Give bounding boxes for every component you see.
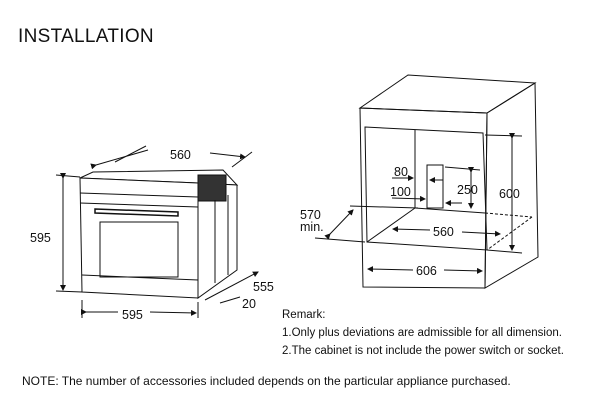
oven-door-offset-label: 20: [242, 297, 256, 311]
oven-height-label: 595: [30, 231, 51, 245]
remark-block: Remark: 1.Only plus deviations are admis…: [282, 306, 564, 360]
cabinet-height-label: 600: [499, 187, 520, 201]
page-title: INSTALLATION: [18, 26, 154, 47]
cabinet-outer-width-label: 606: [416, 264, 437, 278]
oven-dimensions: 560 595 595 555 20: [30, 148, 274, 322]
oven-drawing: [55, 145, 259, 318]
socket-height-label: 250: [457, 183, 478, 197]
remark-line: 2.The cabinet is not include the power s…: [282, 345, 564, 357]
socket-offset-label: 100: [390, 185, 411, 199]
cabinet-drawing: [314, 74, 539, 289]
oven-side-depth-label: 555: [253, 280, 274, 294]
cabinet-dimensions: 80 100 250 600 570 min. 560 606: [300, 165, 520, 278]
remark-line: 1.Only plus deviations are admissible fo…: [282, 327, 562, 339]
cabinet-depth-note: min.: [300, 220, 324, 234]
cabinet-depth-label: 570: [300, 208, 321, 222]
remark-heading: Remark:: [282, 309, 326, 321]
cabinet-inner-width-label: 560: [433, 225, 454, 239]
accessories-note: NOTE: The number of accessories included…: [22, 374, 511, 388]
oven-depth-label: 560: [170, 148, 191, 162]
socket-width-label: 80: [394, 165, 408, 179]
oven-width-label: 595: [122, 308, 143, 322]
